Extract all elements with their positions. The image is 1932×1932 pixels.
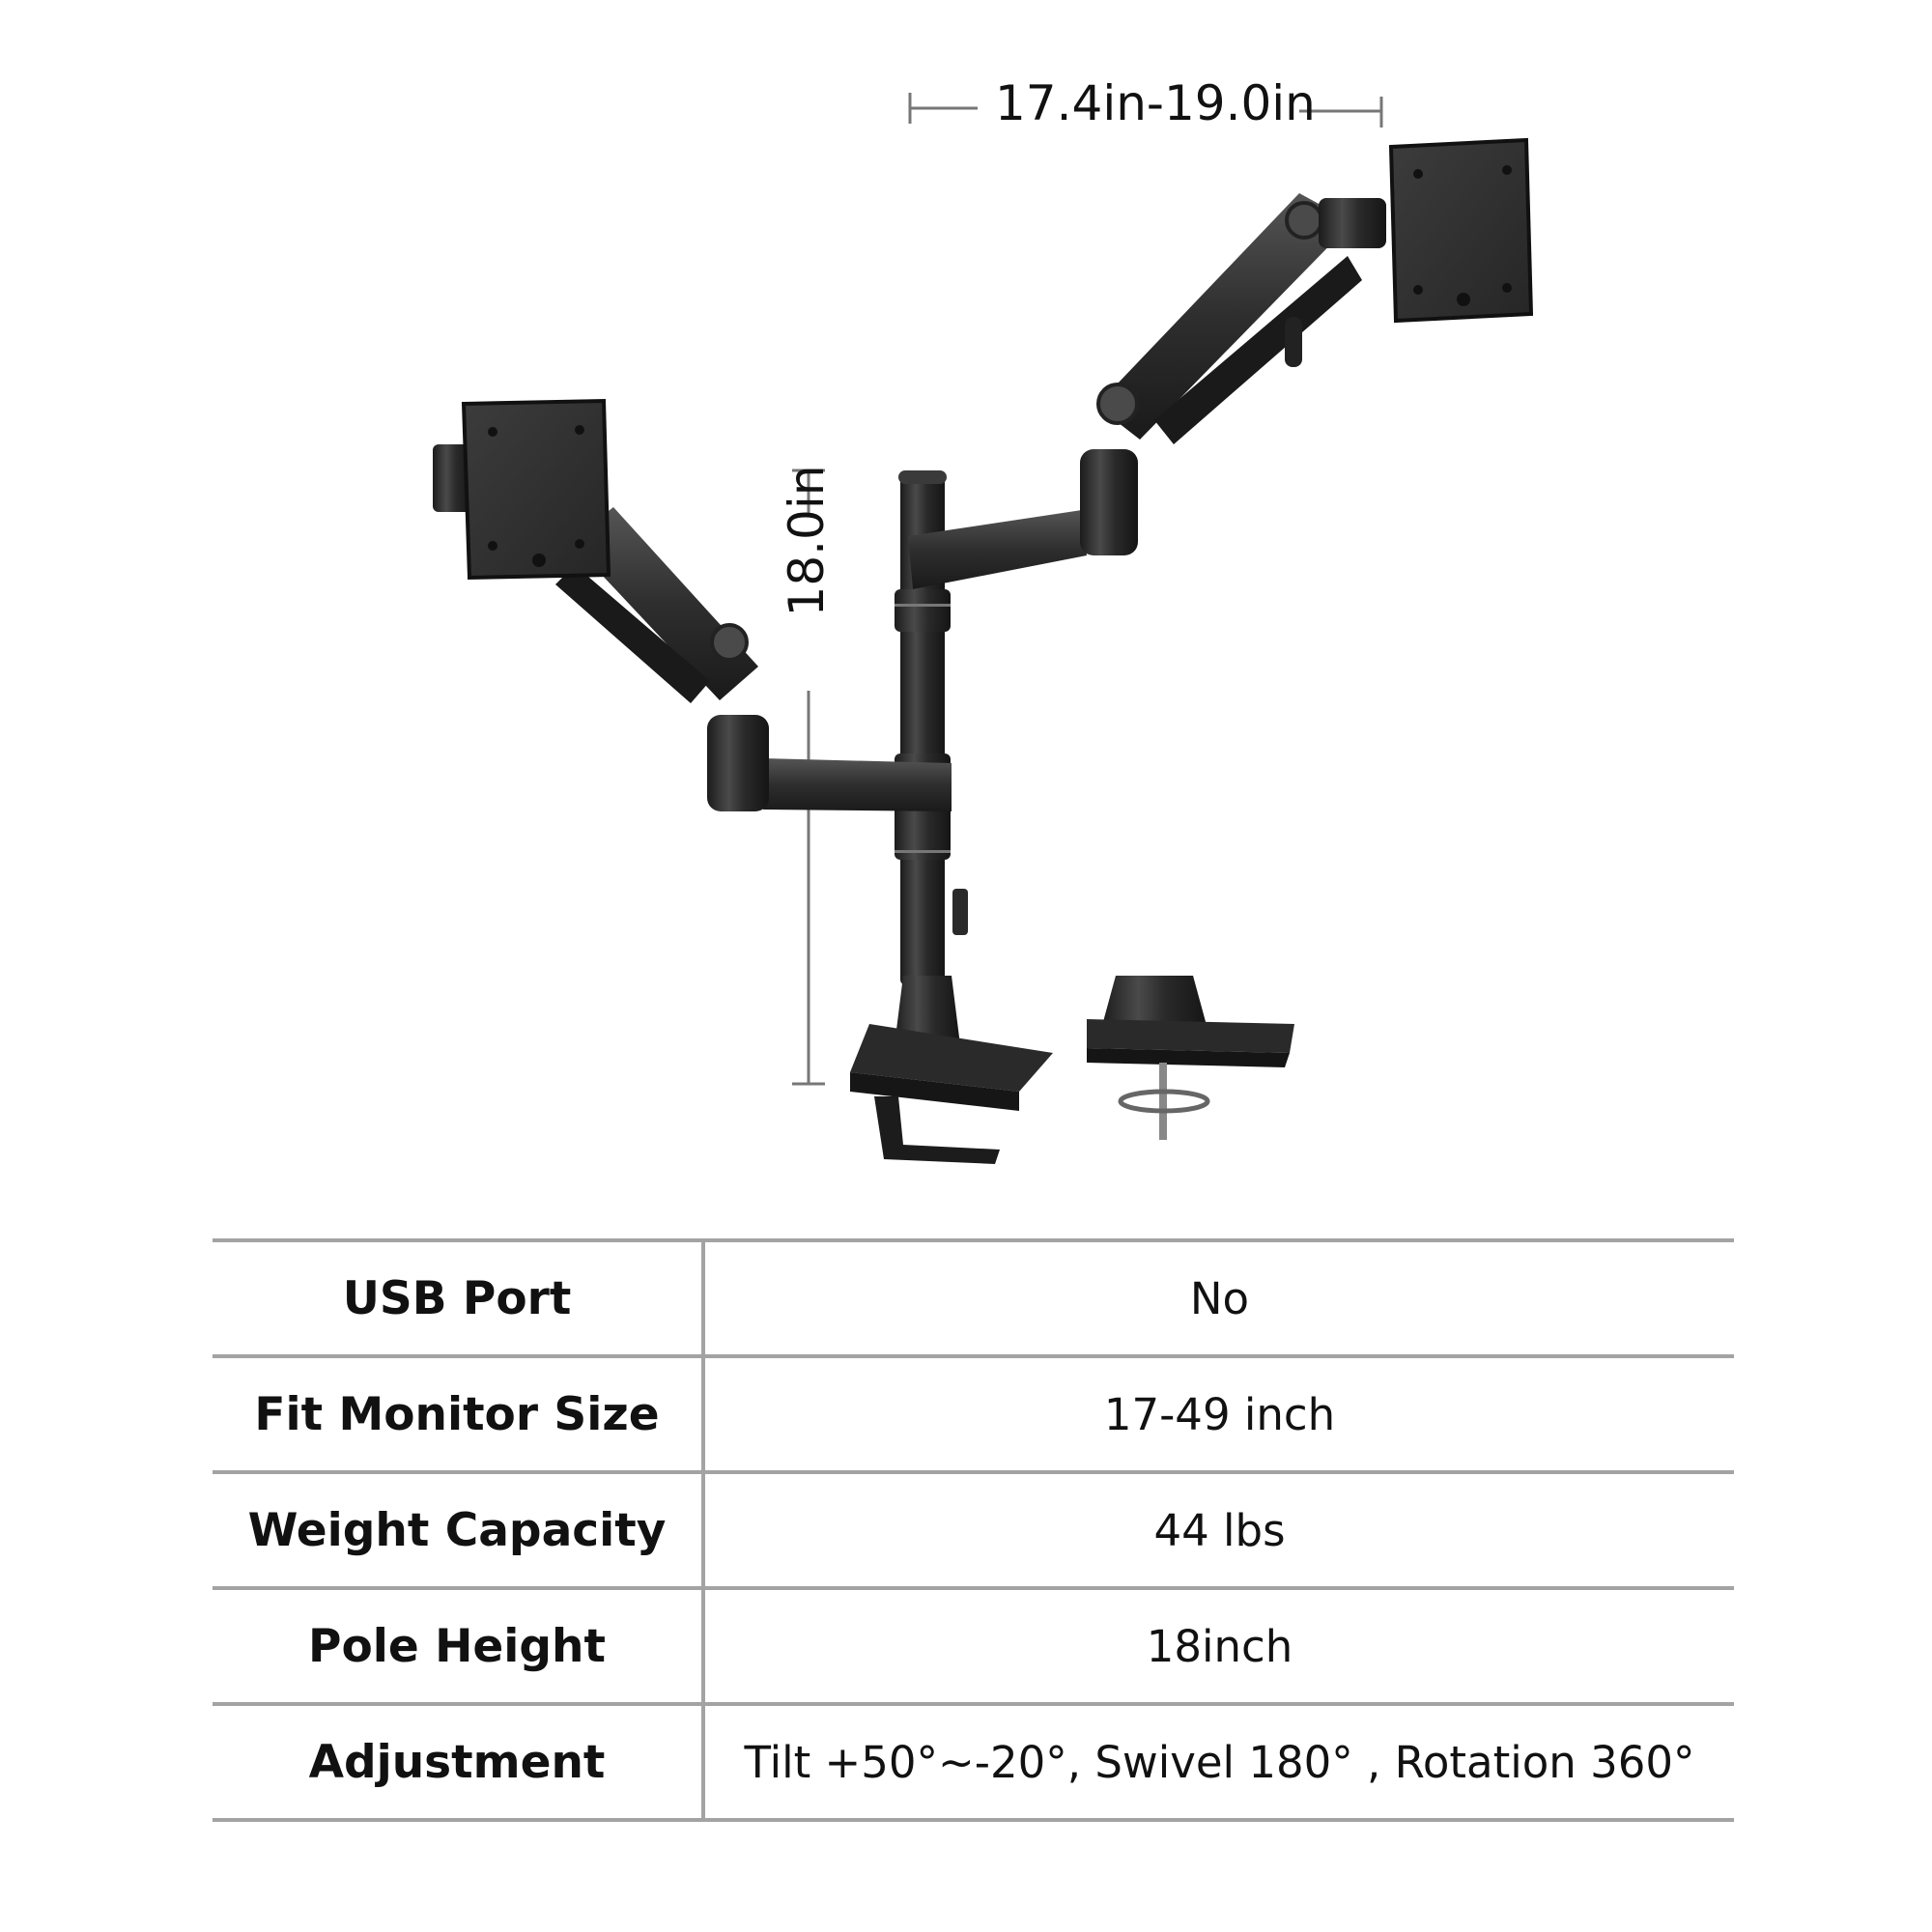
table-row: Adjustment Tilt +50°~-20°, Swivel 180° ,… bbox=[213, 1704, 1734, 1822]
spec-value: Tilt +50°~-20°, Swivel 180° , Rotation 3… bbox=[703, 1704, 1734, 1822]
spec-value: 18inch bbox=[703, 1588, 1734, 1706]
width-dimension-line bbox=[908, 93, 1383, 128]
spec-label: Pole Height bbox=[213, 1588, 705, 1706]
spec-label: Weight Capacity bbox=[213, 1472, 705, 1590]
spec-label: Fit Monitor Size bbox=[213, 1356, 705, 1474]
spec-label: USB Port bbox=[213, 1240, 705, 1358]
monitor-arm-illustration bbox=[433, 93, 1534, 1164]
spec-label: Adjustment bbox=[213, 1704, 705, 1822]
spec-value: 44 lbs bbox=[703, 1472, 1734, 1590]
spec-table: USB Port No Fit Monitor Size 17-49 inch … bbox=[213, 1238, 1734, 1822]
table-row: Weight Capacity 44 lbs bbox=[213, 1472, 1734, 1590]
arm-span-dimension-label: 17.4in-19.0in bbox=[995, 75, 1316, 131]
vesa-plate-left bbox=[461, 398, 611, 581]
desk-clamp bbox=[850, 976, 1053, 1164]
vesa-plate-right bbox=[1388, 137, 1534, 324]
lower-arm-left bbox=[433, 444, 952, 811]
grommet-base bbox=[1087, 976, 1294, 1140]
table-row: USB Port No bbox=[213, 1240, 1734, 1358]
table-row: Pole Height 18inch bbox=[213, 1588, 1734, 1706]
upper-arm-right bbox=[908, 193, 1386, 589]
pole-height-dimension-label: 18.0in bbox=[779, 465, 835, 617]
table-row: Fit Monitor Size 17-49 inch bbox=[213, 1356, 1734, 1474]
spec-value: No bbox=[703, 1240, 1734, 1358]
height-dimension-line bbox=[792, 469, 825, 1086]
spec-value: 17-49 inch bbox=[703, 1356, 1734, 1474]
